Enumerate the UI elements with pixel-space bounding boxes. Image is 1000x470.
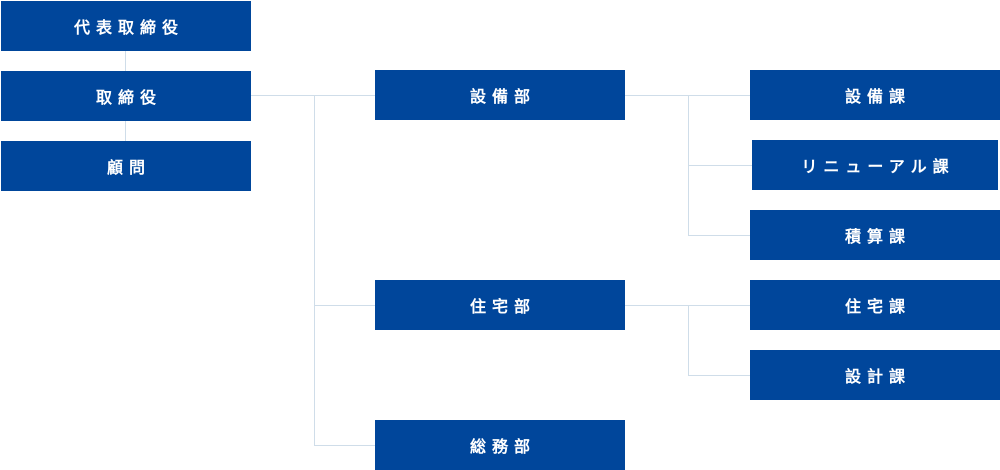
connector-ceo-directors xyxy=(125,50,126,71)
equipment-dept-box: 設備部 xyxy=(375,70,625,120)
connector-to-general-affairs-dept xyxy=(314,445,375,446)
connector-equipment-dept-branch xyxy=(625,95,750,96)
directors-box: 取締役 xyxy=(1,71,251,121)
connector-to-design-section xyxy=(688,375,750,376)
connector-housing-sections-trunk xyxy=(688,305,689,375)
connector-to-housing-dept xyxy=(314,305,375,306)
equipment-section-box: 設備課 xyxy=(750,70,1000,120)
connector-directors-branch xyxy=(250,95,375,96)
renewal-section-box: リニューアル課 xyxy=(752,140,998,190)
housing-section-box: 住宅課 xyxy=(750,280,1000,330)
general-affairs-dept-box: 総務部 xyxy=(375,420,625,470)
advisor-box: 顧問 xyxy=(1,141,251,191)
connector-housing-dept-branch xyxy=(625,305,750,306)
connector-directors-advisor xyxy=(125,120,126,141)
estimation-section-box: 積算課 xyxy=(750,210,1000,260)
ceo-box: 代表取締役 xyxy=(1,1,251,51)
connector-to-estimation-section xyxy=(688,235,750,236)
housing-dept-box: 住宅部 xyxy=(375,280,625,330)
design-section-box: 設計課 xyxy=(750,350,1000,400)
connector-to-renewal-section xyxy=(688,165,752,166)
connector-department-trunk xyxy=(314,95,315,445)
